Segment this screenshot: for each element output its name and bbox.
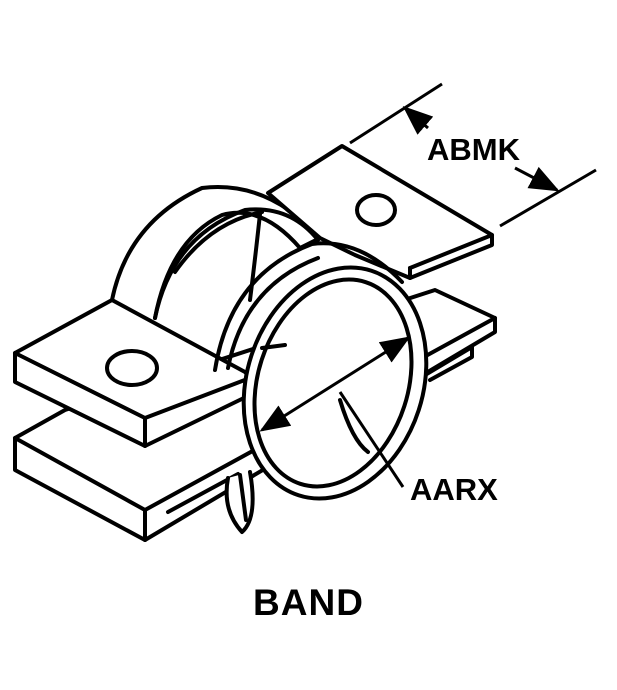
aarx-label: AARX xyxy=(410,472,498,507)
right-bolt-hole xyxy=(355,193,397,227)
upper-clamp-front-loop xyxy=(213,241,404,372)
upper-clamp-back-loop xyxy=(110,185,322,320)
abmk-label: ABMK xyxy=(427,132,520,167)
aarx-dimension xyxy=(259,336,411,488)
abmk-dimension xyxy=(349,82,597,228)
figure-caption: BAND xyxy=(253,582,364,623)
lower-clamp-tab xyxy=(224,470,255,534)
upper-clamp-right-tab xyxy=(266,144,494,280)
left-bolt-hole xyxy=(105,349,159,387)
